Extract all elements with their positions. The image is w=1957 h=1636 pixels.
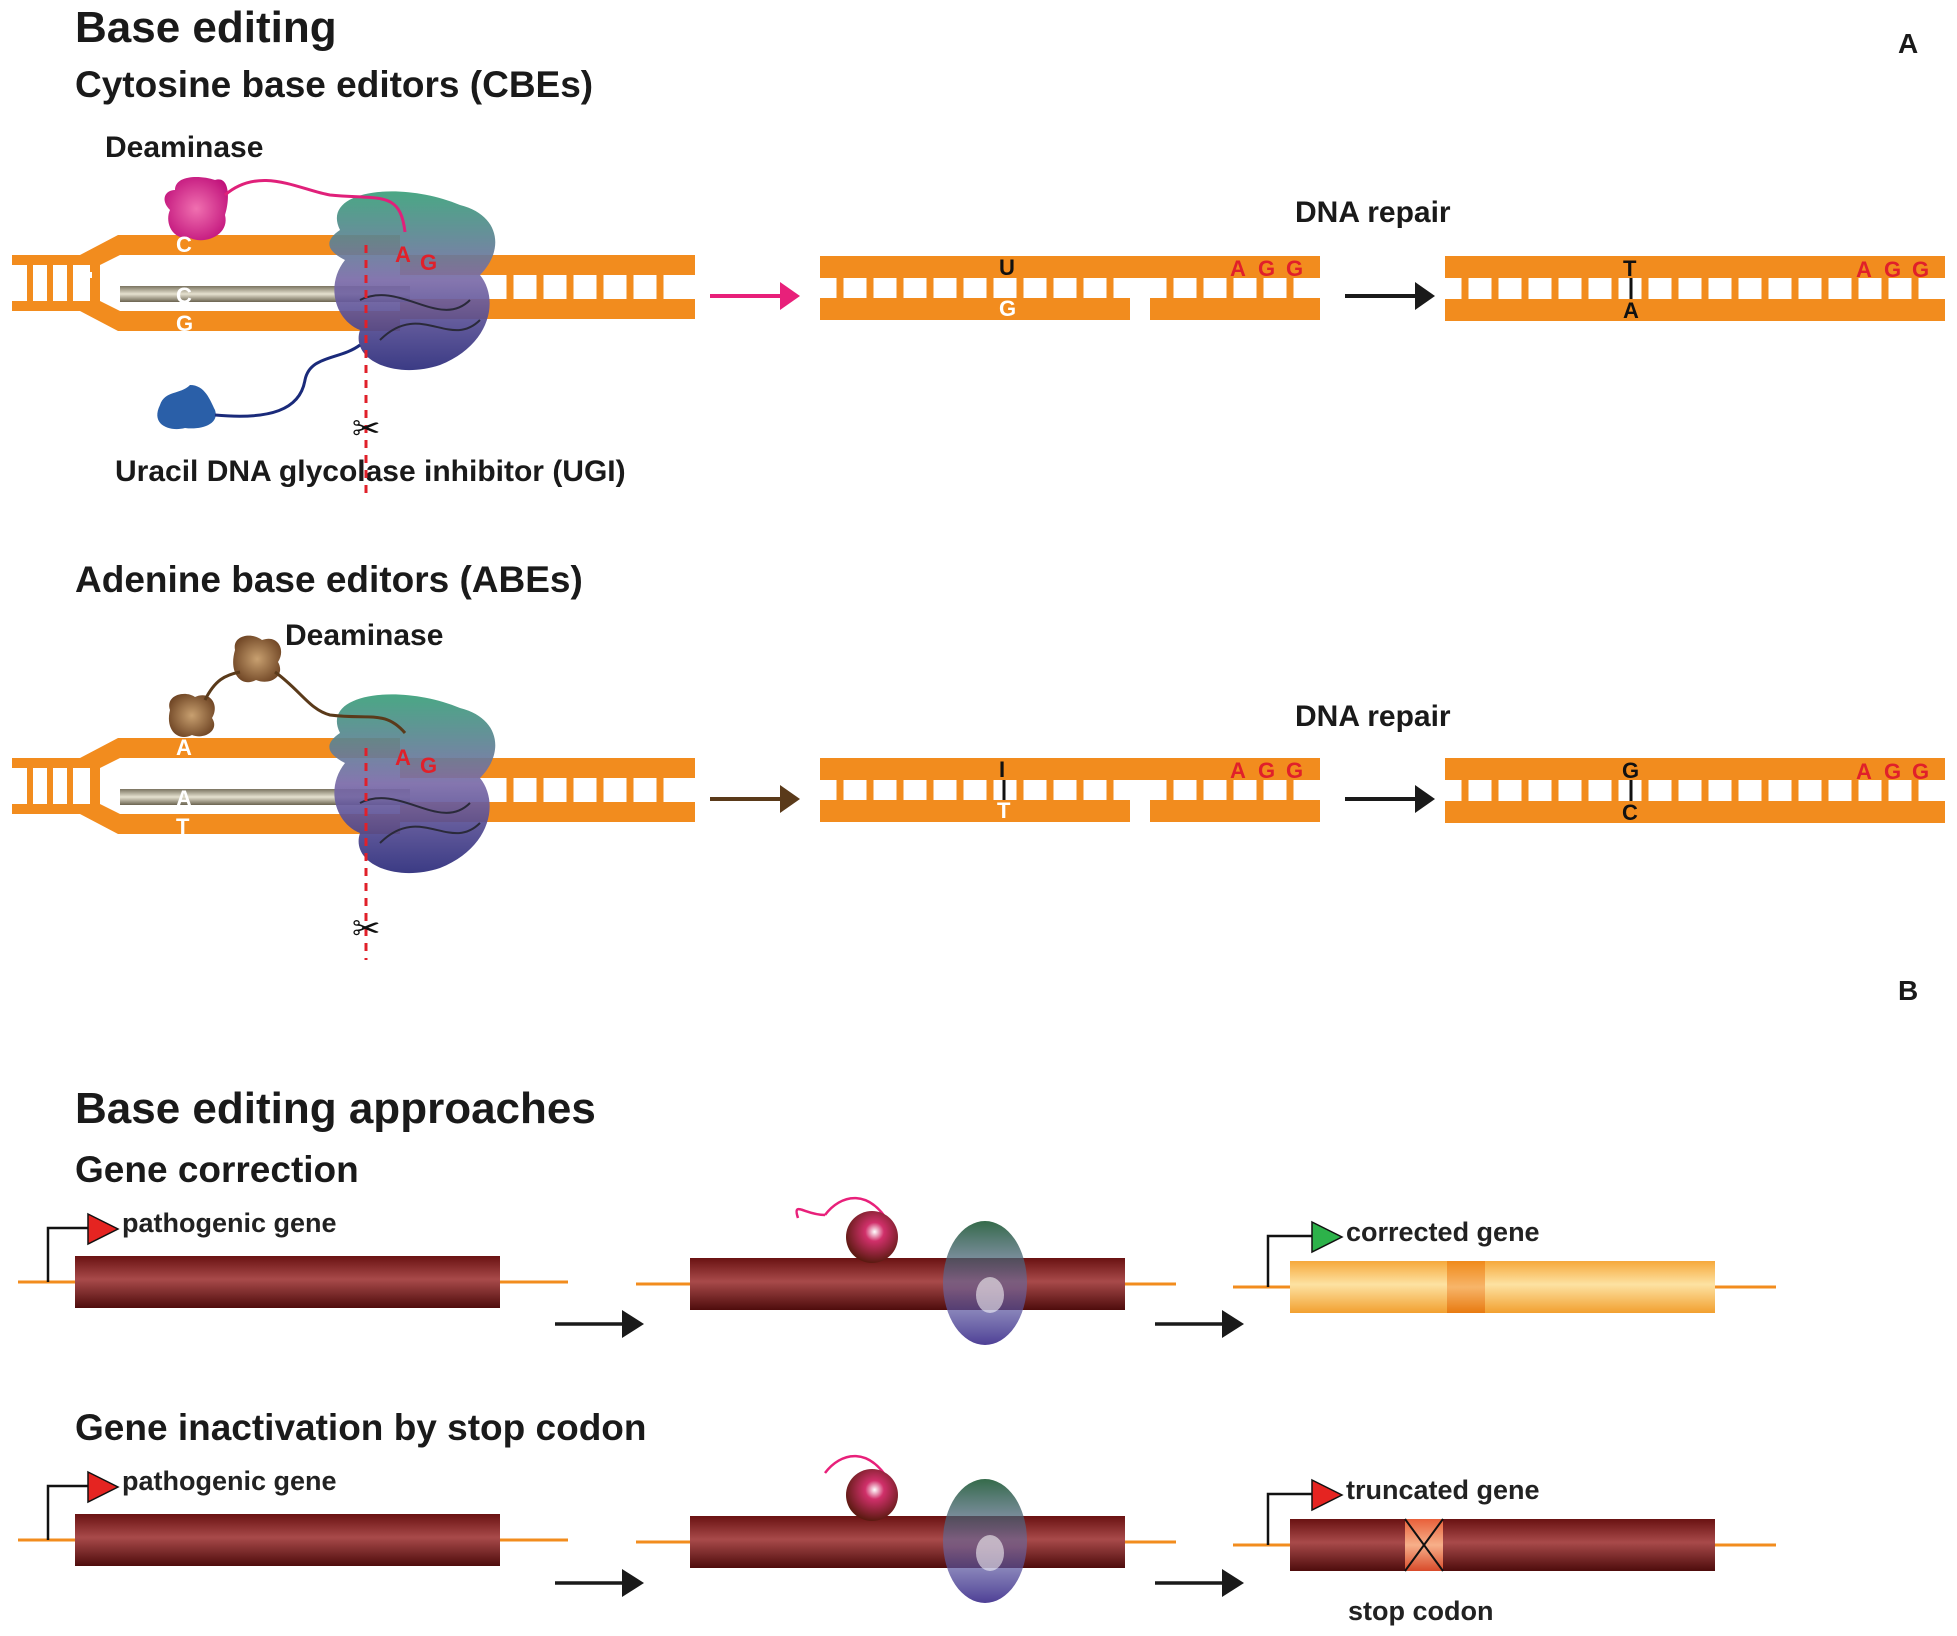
correction-output-label: corrected gene	[1346, 1217, 1540, 1247]
cbe-final-pam-2: G	[1884, 257, 1901, 282]
abe-intermediate-dna: I T A G G	[820, 757, 1320, 823]
abe-deaminase-label: Deaminase	[285, 619, 443, 652]
correction-input-promoter-icon	[87, 1212, 120, 1246]
cbe-final-bottom-base: A	[1623, 298, 1639, 323]
abe-editor-complex: A G Deaminase ✂ A A T	[12, 619, 695, 960]
abe-deaminase-linker	[203, 670, 407, 734]
cbe-final-pam-1: A	[1856, 257, 1872, 282]
ugi-linker	[214, 343, 361, 418]
abe-repair-label: DNA repair	[1295, 700, 1451, 733]
correction-output-promoter	[1266, 1234, 1312, 1287]
panel-b-letter: B	[1898, 975, 1918, 1006]
abe-pam-g: G	[420, 753, 437, 778]
inactivation-input-promoter	[46, 1484, 88, 1540]
abe-final-pam-3: G	[1912, 759, 1929, 784]
inactivation-input-label: pathogenic gene	[122, 1466, 337, 1496]
panel-a-title: Base editing	[75, 3, 337, 52]
inactivation-output-promoter	[1266, 1492, 1312, 1545]
correction-input-gene: pathogenic gene	[18, 1208, 568, 1308]
ugi-label: Uracil DNA glycolase inhibitor (UGI)	[115, 455, 626, 488]
cbe-intermediate-bottom-base: G	[999, 296, 1016, 321]
abe-final-dna: G C A G G	[1445, 758, 1945, 825]
cbe-final-dna: T A A G G	[1445, 256, 1945, 323]
abe-deaminase-1	[168, 693, 215, 738]
abe-guide-base: A	[176, 786, 192, 811]
cbe-cas9	[329, 191, 496, 371]
inactivation-output-promoter-icon	[1311, 1478, 1344, 1512]
inactivation-output-label: truncated gene	[1346, 1475, 1540, 1505]
abe-pam-a: A	[395, 745, 411, 770]
inactivation-input-gene: pathogenic gene	[18, 1466, 568, 1566]
cbe-intermediate-pam-1: A	[1230, 256, 1246, 281]
inactivation-deaminase	[846, 1469, 898, 1521]
cbe-final-pam-3: G	[1912, 257, 1929, 282]
cbe-pam-a: A	[395, 242, 411, 267]
abe-cas9	[329, 694, 496, 874]
abe-intermediate-top-base: I	[999, 757, 1005, 782]
abe-final-pam-1: A	[1856, 759, 1872, 784]
cbe-pam-g: G	[420, 250, 437, 275]
abe-intermediate-pam-1: A	[1230, 758, 1246, 783]
correction-input-promoter	[46, 1226, 88, 1282]
correction-output-gene: corrected gene	[1233, 1217, 1776, 1313]
panel-b-title: Base editing approaches	[75, 1084, 596, 1133]
cbe-scissors-icon: ✂	[352, 409, 381, 449]
cbe-top-base: C	[176, 232, 192, 257]
cbe-deaminase	[164, 177, 228, 241]
ugi-protein	[157, 385, 216, 430]
cbe-guide-base: C	[176, 283, 192, 308]
inactivation-heading: Gene inactivation by stop codon	[75, 1407, 647, 1448]
abe-intermediate-pam-3: G	[1286, 758, 1303, 783]
cbe-intermediate-top-base: U	[999, 255, 1015, 280]
inactivation-editing-gene	[636, 1454, 1176, 1603]
cbe-heading: Cytosine base editors (CBEs)	[75, 64, 593, 105]
abe-deaminase-2	[233, 635, 282, 683]
stop-codon-x-icon	[1404, 1518, 1444, 1572]
abe-intermediate-bottom-base: T	[997, 798, 1011, 823]
cbe-intermediate-dna: U G A G G	[820, 255, 1320, 321]
cbe-deaminase-label: Deaminase	[105, 131, 263, 164]
correction-output-promoter-icon	[1311, 1220, 1344, 1254]
cbe-editor-complex: A G Deaminase Uracil DNA glycolase inhib…	[12, 131, 695, 500]
stop-codon-label: stop codon	[1348, 1596, 1493, 1626]
inactivation-output-gene: truncated gene stop codon	[1233, 1475, 1776, 1626]
correction-deaminase	[846, 1211, 898, 1263]
abe-top-base: A	[176, 735, 192, 760]
abe-final-top-base: G	[1622, 758, 1639, 783]
inactivation-input-promoter-icon	[87, 1470, 120, 1504]
correction-input-label: pathogenic gene	[122, 1208, 337, 1238]
correction-editing-gene	[636, 1196, 1176, 1345]
abe-heading: Adenine base editors (ABEs)	[75, 559, 583, 600]
abe-bottom-base: T	[176, 814, 190, 839]
cbe-repair-label: DNA repair	[1295, 196, 1451, 229]
cbe-intermediate-pam-3: G	[1286, 256, 1303, 281]
abe-dna-bubble	[12, 738, 400, 834]
corrected-base-patch	[1447, 1261, 1485, 1313]
abe-intermediate-pam-2: G	[1258, 758, 1275, 783]
correction-heading: Gene correction	[75, 1149, 359, 1190]
cbe-bottom-base: G	[176, 311, 193, 336]
cbe-final-top-base: T	[1623, 256, 1637, 281]
cbe-dna-bubble	[12, 235, 400, 331]
panel-a-letter: A	[1898, 28, 1918, 59]
abe-final-bottom-base: C	[1622, 800, 1638, 825]
cbe-intermediate-pam-2: G	[1258, 256, 1275, 281]
abe-scissors-icon: ✂	[352, 909, 381, 949]
abe-final-pam-2: G	[1884, 759, 1901, 784]
cbe-deaminase-linker	[224, 179, 407, 233]
